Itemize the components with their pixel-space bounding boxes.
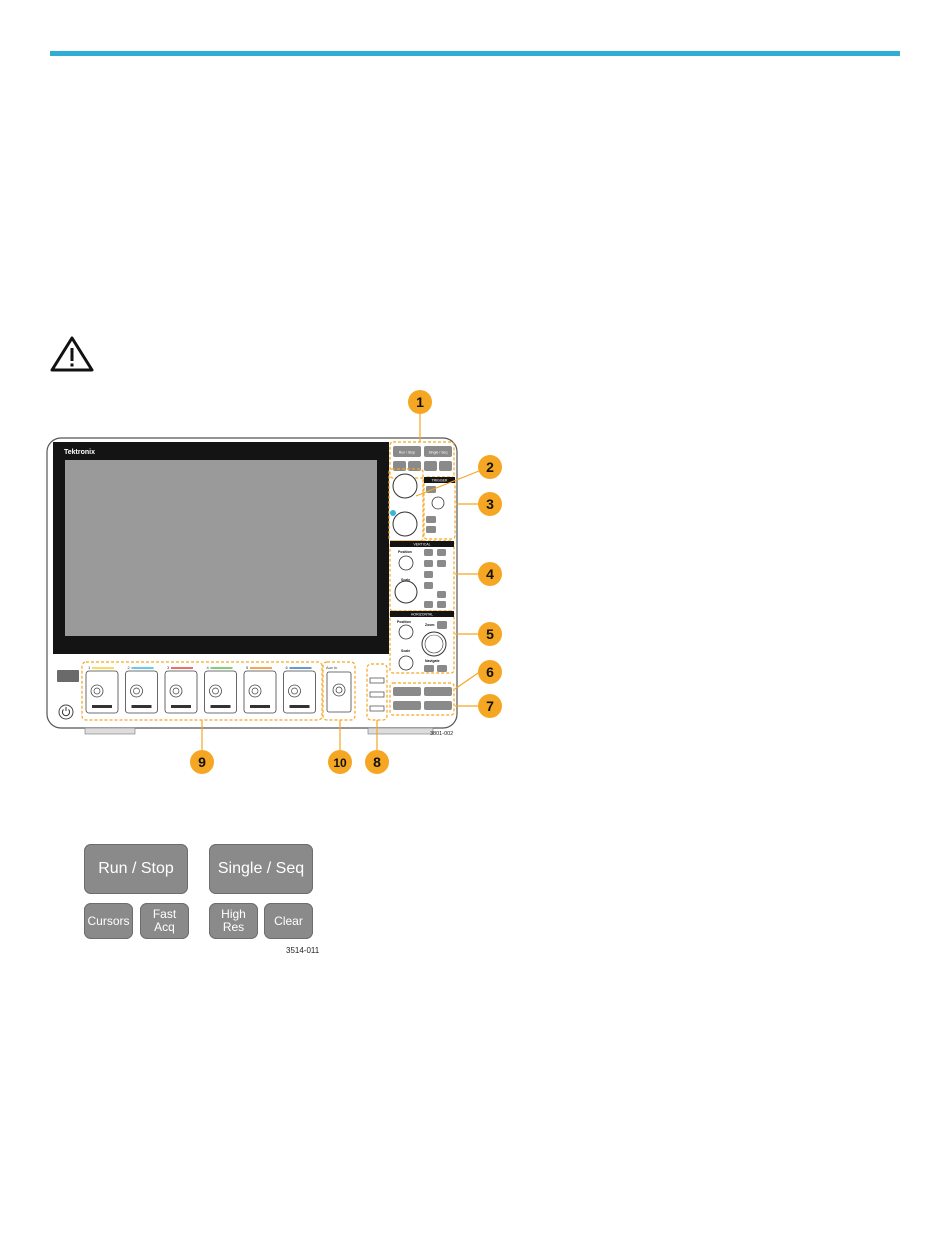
- channel-label-strip-6: [290, 705, 310, 708]
- svg-text:4: 4: [486, 566, 494, 582]
- zoom-label: Zoom: [425, 623, 435, 627]
- callout-5: 5: [478, 622, 502, 646]
- horizontal-label: HORIZONTAL: [411, 613, 433, 617]
- cursors-button[interactable]: Cursors: [84, 903, 133, 939]
- channel-input-1: 1: [86, 665, 118, 713]
- horizontal-position-label: Position: [397, 620, 411, 624]
- callout-1: 1: [408, 390, 432, 414]
- channel-input-5: 5: [244, 665, 276, 713]
- clear-button[interactable]: Clear: [264, 903, 313, 939]
- trigger-label: TRIGGER: [432, 479, 448, 483]
- callout-3: 3: [478, 492, 502, 516]
- navigate-label: Navigate: [425, 659, 440, 663]
- svg-text:10: 10: [333, 756, 347, 770]
- channel-input-6: 6: [284, 665, 316, 713]
- header-accent-bar: [50, 51, 900, 56]
- callout-9: 9: [190, 750, 214, 774]
- svg-text:6: 6: [486, 664, 494, 680]
- warning-triangle-icon: [50, 336, 94, 372]
- aux-in-label: Aux In: [326, 665, 337, 670]
- channel-label-strip-3: [171, 705, 191, 708]
- fast-acq-button[interactable]: Fast Acq: [140, 903, 189, 939]
- display-screen: [65, 460, 377, 636]
- channel-label-strip-4: [211, 705, 231, 708]
- channel-input-4: 4: [205, 665, 237, 713]
- callout-10: 10: [328, 750, 352, 774]
- svg-text:7: 7: [486, 698, 494, 714]
- brand-logo: Tektronix: [64, 449, 95, 456]
- callout-2: 2: [478, 455, 502, 479]
- svg-text:5: 5: [486, 626, 494, 642]
- vertical-position-label: Position: [398, 550, 412, 554]
- callout-4: 4: [478, 562, 502, 586]
- svg-text:1: 1: [416, 394, 424, 410]
- high-res-button[interactable]: High Res: [209, 903, 258, 939]
- mini-single-seq: Single / Seq: [429, 451, 448, 455]
- chassis-foot-right: [368, 728, 433, 734]
- callout-8: 8: [365, 750, 389, 774]
- channel-label-strip-1: [92, 705, 112, 708]
- svg-text:8: 8: [373, 754, 381, 770]
- run-stop-button[interactable]: Run / Stop: [84, 844, 188, 894]
- channel-label-strip-5: [250, 705, 270, 708]
- callout-6: 6: [478, 660, 502, 684]
- figure-id: 3801-002: [430, 731, 453, 737]
- single-seq-button[interactable]: Single / Seq: [209, 844, 313, 894]
- channel-label-strip-2: [132, 705, 152, 708]
- model-label: [57, 670, 79, 682]
- chassis-foot-left: [85, 728, 135, 734]
- svg-text:9: 9: [198, 754, 206, 770]
- svg-text:2: 2: [486, 459, 494, 475]
- horizontal-scale-label: Scale: [401, 649, 410, 653]
- channel-input-2: 2: [126, 665, 158, 713]
- mini-run-stop: Run / Stop: [399, 451, 416, 455]
- channel-input-3: 3: [165, 665, 197, 713]
- svg-text:3: 3: [486, 496, 494, 512]
- callout-7: 7: [478, 694, 502, 718]
- figure-id-2: 3514-011: [286, 946, 319, 955]
- vertical-label: VERTICAL: [413, 543, 430, 547]
